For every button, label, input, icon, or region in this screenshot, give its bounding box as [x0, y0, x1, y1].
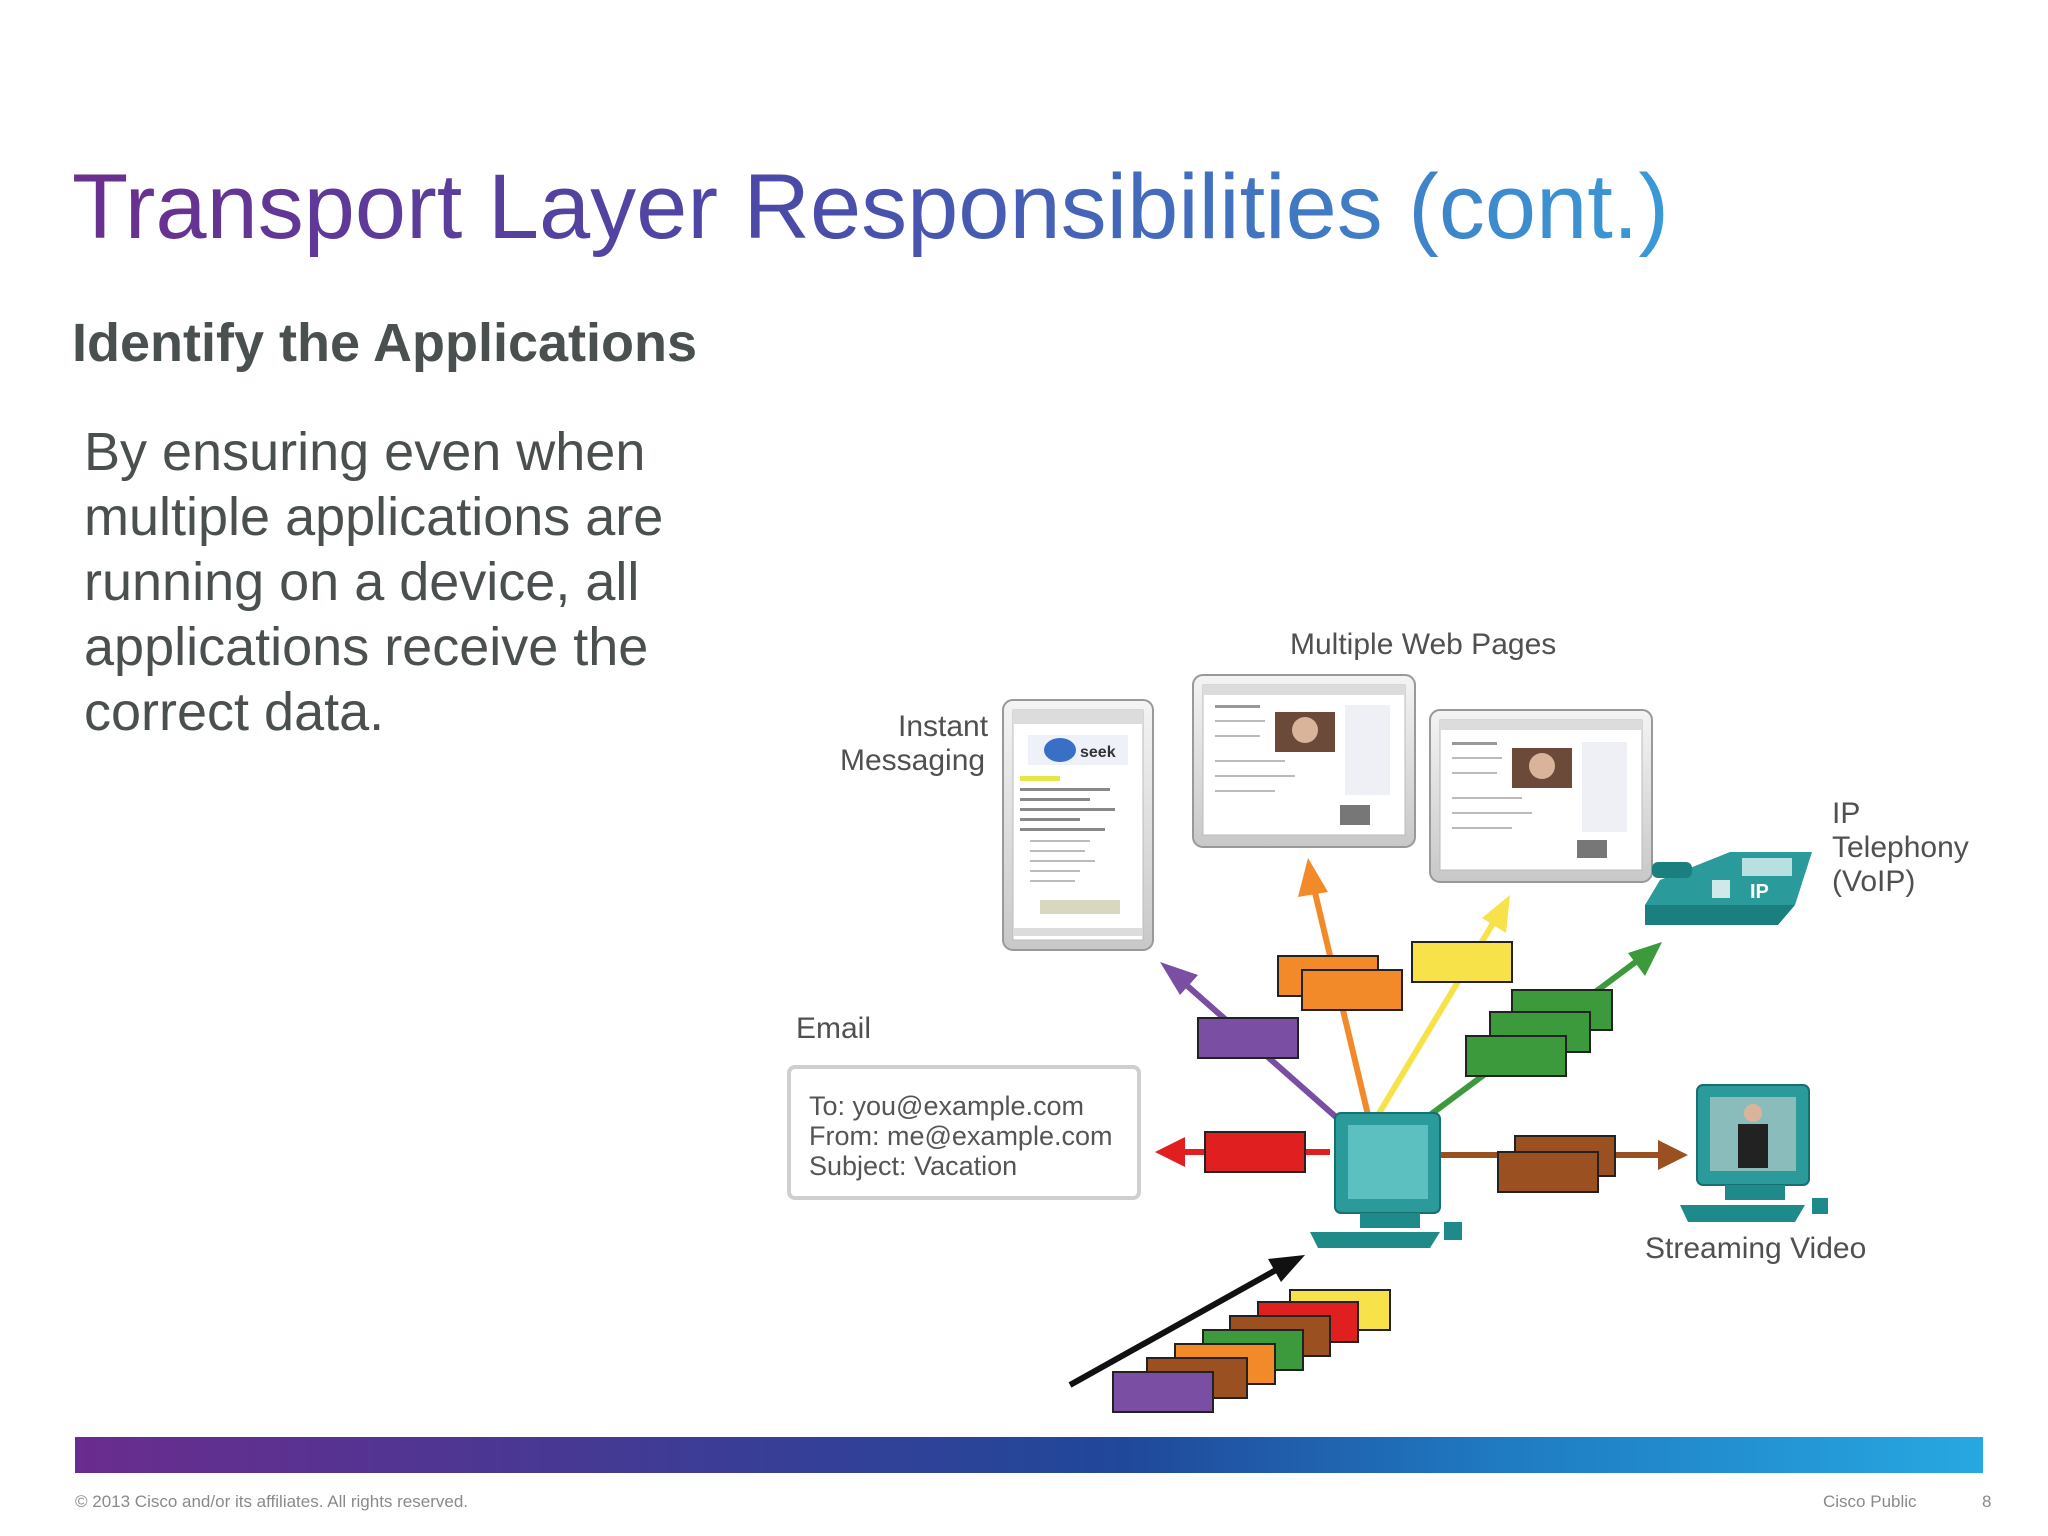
label-multiple-web-pages: Multiple Web Pages — [1290, 628, 1557, 661]
label-email: Email — [796, 1012, 872, 1045]
streaming-video-computer-icon — [1680, 1084, 1828, 1222]
segment-yellow — [1411, 941, 1513, 983]
segment-green — [1465, 1035, 1567, 1077]
email-to: To: you@example.com — [809, 1091, 1085, 1121]
segment-purple — [1112, 1371, 1214, 1413]
email-message-box: To: you@example.com From: me@example.com… — [787, 1065, 1141, 1200]
ip-phone-icon: IP — [1645, 852, 1812, 925]
computer-icon — [1310, 1112, 1462, 1248]
web-page-2 — [1429, 709, 1653, 883]
label-streaming-video: Streaming Video — [1645, 1232, 1867, 1265]
label-instant-messaging-line1: Instant — [898, 710, 989, 743]
footer-classification: Cisco Public — [1823, 1492, 1917, 1511]
label-instant-messaging-line2: Messaging — [840, 744, 986, 777]
slide-subtitle: Identify the Applications — [72, 313, 698, 373]
slide-title: Transport Layer Responsibilities (cont.) — [72, 155, 1669, 261]
email-from: From: me@example.com — [809, 1121, 1113, 1151]
footer-page-number: 8 — [1982, 1492, 1992, 1511]
segment-brown — [1497, 1151, 1599, 1193]
footer-copyright: © 2013 Cisco and/or its affiliates. All … — [75, 1492, 469, 1511]
label-ip-line1: IP — [1832, 797, 1861, 830]
email-subject: Subject: Vacation — [809, 1151, 1018, 1181]
footer-gradient-bar — [75, 1437, 1983, 1473]
instant-messaging-window: seek — [1002, 699, 1154, 951]
segment-orange — [1301, 969, 1403, 1011]
seek-logo-text: seek — [1080, 744, 1116, 761]
label-ip-voip-line3: (VoIP) — [1832, 865, 1916, 898]
arrow-black — [1068, 1255, 1305, 1388]
slide-body-text: By ensuring even when multiple applicati… — [84, 422, 664, 742]
segment-red — [1204, 1131, 1306, 1173]
ip-badge-text: IP — [1750, 881, 1769, 903]
label-ip-telephony-line2: Telephony — [1832, 831, 1969, 864]
web-page-1 — [1192, 674, 1416, 848]
segment-purple — [1197, 1017, 1299, 1059]
